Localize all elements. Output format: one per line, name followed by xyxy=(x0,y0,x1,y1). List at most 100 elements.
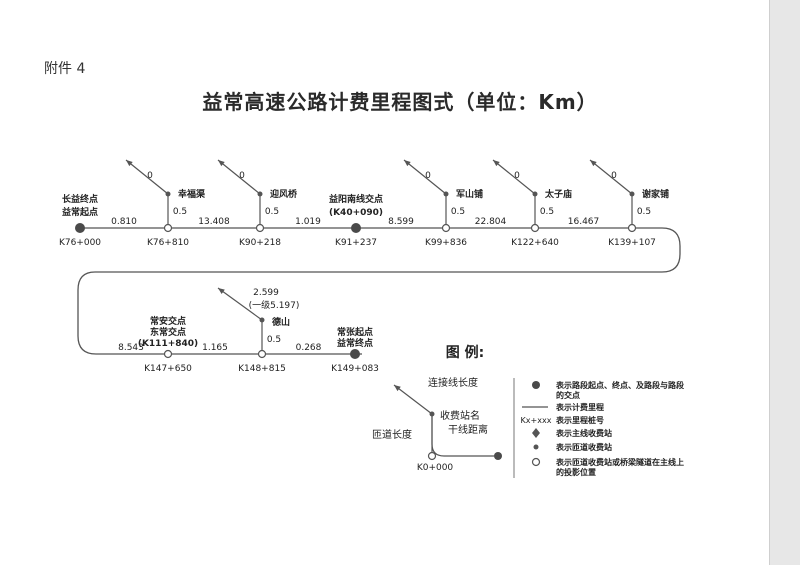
branch-length-2: (一级5.197) xyxy=(249,299,300,311)
junction-name-2: 益常起点 xyxy=(62,206,98,218)
legend-item-text-2: 的交点 xyxy=(556,390,580,400)
legend-item-text-2: 的投影位置 xyxy=(556,467,596,477)
legend-item-text: 表示里程桩号 xyxy=(555,415,604,425)
legend-item-text: 表示路段起点、终点、及路段与路段 xyxy=(555,380,684,390)
branch-arrow xyxy=(492,159,536,195)
legend-item-text: 表示匝道收费站或桥梁隧道在主线上 xyxy=(555,457,684,467)
projection-circle xyxy=(163,223,173,233)
branch-length: 0 xyxy=(611,171,617,181)
branch-arrow-head xyxy=(404,160,411,167)
legend-symbol-kxxx: Kx+xxx xyxy=(521,416,552,425)
ramp-length: 0.5 xyxy=(451,207,465,217)
km-marker: K90+218 xyxy=(239,238,281,248)
ramp-length: 0.5 xyxy=(637,207,651,217)
station-name: 太子庙 xyxy=(544,188,572,200)
branch-length: 0 xyxy=(147,171,153,181)
branch-arrow-head xyxy=(493,160,500,167)
legend-title: 图 例: xyxy=(446,344,484,361)
junction-name: 常安交点 xyxy=(150,315,186,327)
segment-distance: 0.268 xyxy=(296,343,322,353)
station-name: 德山 xyxy=(272,316,290,328)
segment-distance: 1.165 xyxy=(202,343,228,353)
legend-sample-arrow-head xyxy=(394,385,401,392)
junction-name-2: (K40+090) xyxy=(329,208,383,218)
legend-item-text: 表示计费里程 xyxy=(555,402,604,412)
branch-length: 0 xyxy=(425,171,431,181)
projection-circle xyxy=(255,223,265,233)
main-route-line xyxy=(77,227,681,355)
station-name: 谢家铺 xyxy=(642,188,669,200)
page-edge xyxy=(769,0,800,565)
projection-circle xyxy=(163,349,173,359)
legend-km: K0+000 xyxy=(417,463,454,473)
km-marker: K139+107 xyxy=(608,238,656,248)
legend-symbol-big-dot xyxy=(532,381,540,389)
segment-distance: 13.408 xyxy=(198,217,230,227)
legend-sample-arrow xyxy=(393,384,433,415)
legend: 图 例:连接线长度收费站名匝道长度干线距离K0+000表示路段起点、终点、及路段… xyxy=(372,344,684,478)
branch-length: 2.599 xyxy=(253,288,279,298)
km-marker: K76+810 xyxy=(147,238,189,248)
km-marker: K76+000 xyxy=(59,238,101,248)
legend-ramp-length: 匝道长度 xyxy=(372,428,412,441)
junction-name: 长益终点 xyxy=(62,193,98,205)
attachment-label: 附件 4 xyxy=(44,61,86,77)
page-title: 益常高速公路计费里程图式（单位：Km） xyxy=(202,90,598,114)
ramp-station-dot xyxy=(257,191,263,197)
projection-circle xyxy=(441,223,451,233)
legend-symbol-circle xyxy=(531,457,541,467)
branch-arrow xyxy=(403,159,447,195)
legend-item-text: 表示主线收费站 xyxy=(555,428,612,438)
segment-distance: 16.467 xyxy=(568,217,600,227)
segment-distance: 0.810 xyxy=(111,217,137,227)
legend-item-text: 表示匝道收费站 xyxy=(555,442,612,452)
branch-length: 0 xyxy=(239,171,245,181)
junction-name: 东常交点 xyxy=(150,326,186,338)
junction-name: 常张起点 xyxy=(337,326,373,338)
junction-name: 益阳南线交点 xyxy=(329,193,383,205)
km-marker: K147+650 xyxy=(144,364,192,374)
legend-symbol-diamond xyxy=(532,428,540,438)
ramp-station-dot xyxy=(259,317,265,323)
projection-circle xyxy=(257,349,267,359)
projection-circle xyxy=(627,223,637,233)
km-marker: K91+237 xyxy=(335,238,377,248)
km-marker: K148+815 xyxy=(238,364,286,374)
segment-distance: 22.804 xyxy=(475,217,507,227)
station-name: 迎风桥 xyxy=(270,188,298,200)
branch-length: 0 xyxy=(514,171,520,181)
junction-name: 益常终点 xyxy=(337,337,373,349)
legend-sample-circle xyxy=(427,451,437,461)
branch-arrow xyxy=(217,159,261,195)
ramp-station-dot xyxy=(443,191,449,197)
km-marker: K122+640 xyxy=(511,238,559,248)
branch-arrow xyxy=(217,287,263,321)
km-marker: K149+083 xyxy=(331,364,379,374)
legend-sample-station xyxy=(429,411,435,417)
projection-circle xyxy=(530,223,540,233)
branch-arrow-head xyxy=(590,160,597,167)
junction-name: (K111+840) xyxy=(138,339,198,349)
station-name: 军山铺 xyxy=(456,188,483,200)
branch-arrow-head xyxy=(126,160,133,167)
segment-distance: 8.599 xyxy=(388,217,414,227)
legend-symbol-small-dot xyxy=(533,444,539,450)
ramp-length: 0.5 xyxy=(267,335,281,345)
junction-dot xyxy=(350,349,360,359)
ramp-station-dot xyxy=(165,191,171,197)
ramp-station-dot xyxy=(532,191,538,197)
legend-station-name: 收费站名 xyxy=(440,409,480,422)
branch-arrow-head xyxy=(218,288,225,294)
branch-arrow xyxy=(589,159,633,195)
ramp-length: 0.5 xyxy=(173,207,187,217)
branch-arrow xyxy=(125,159,169,195)
station-name: 幸福渠 xyxy=(178,188,206,200)
segment-distance: 1.019 xyxy=(295,217,321,227)
junction-dot xyxy=(75,223,85,233)
legend-mainline-distance: 干线距离 xyxy=(448,423,488,436)
ramp-length: 0.5 xyxy=(540,207,554,217)
segment-distance: 8.543 xyxy=(118,343,144,353)
